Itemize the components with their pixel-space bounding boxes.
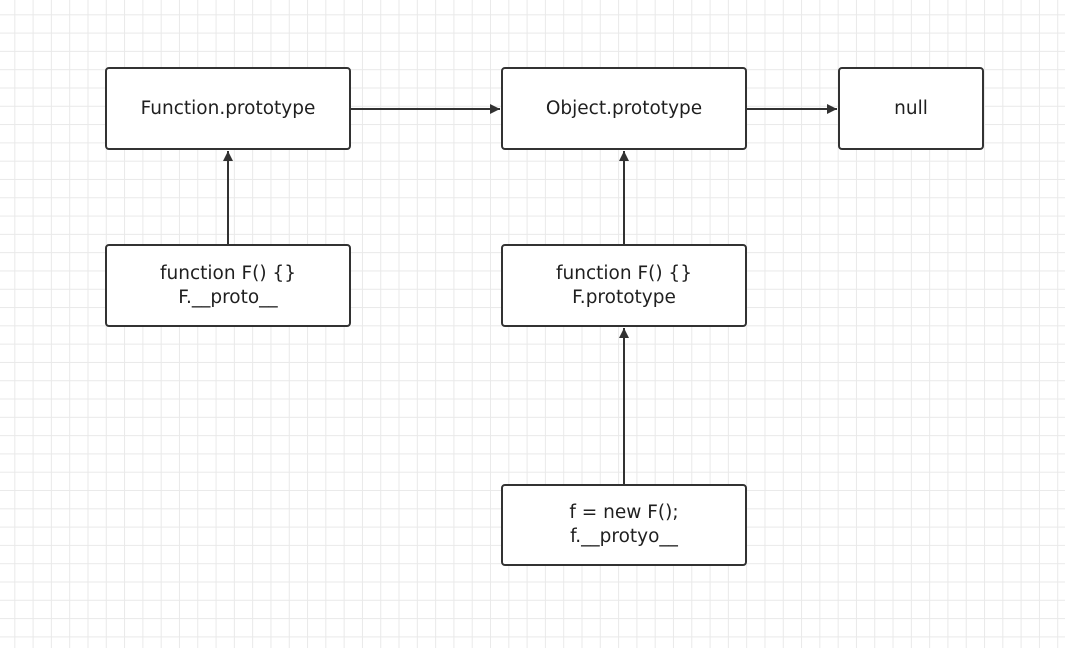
node-instance-f[interactable]: f = new F(); f.__protyo__	[501, 484, 747, 566]
node-label-line-2: F.__proto__	[178, 286, 278, 308]
node-function-prototype[interactable]: Function.prototype	[105, 67, 351, 150]
node-label-line-1: f = new F();	[569, 502, 679, 523]
node-label-line-2: f.__protyo__	[570, 526, 678, 547]
node-label-line-1: function F() {}	[160, 262, 296, 284]
node-null[interactable]: null	[838, 67, 984, 150]
node-label-line-1: function F() {}	[556, 262, 692, 284]
node-label: Function.prototype	[140, 97, 316, 119]
node-function-f-prototype[interactable]: function F() {} F.prototype	[501, 244, 747, 327]
node-function-f-proto[interactable]: function F() {} F.__proto__	[105, 244, 351, 327]
node-label: Object.prototype	[545, 97, 703, 119]
node-label-line-2: F.prototype	[572, 286, 676, 308]
node-label: null	[894, 97, 928, 119]
node-object-prototype[interactable]: Object.prototype	[501, 67, 747, 150]
